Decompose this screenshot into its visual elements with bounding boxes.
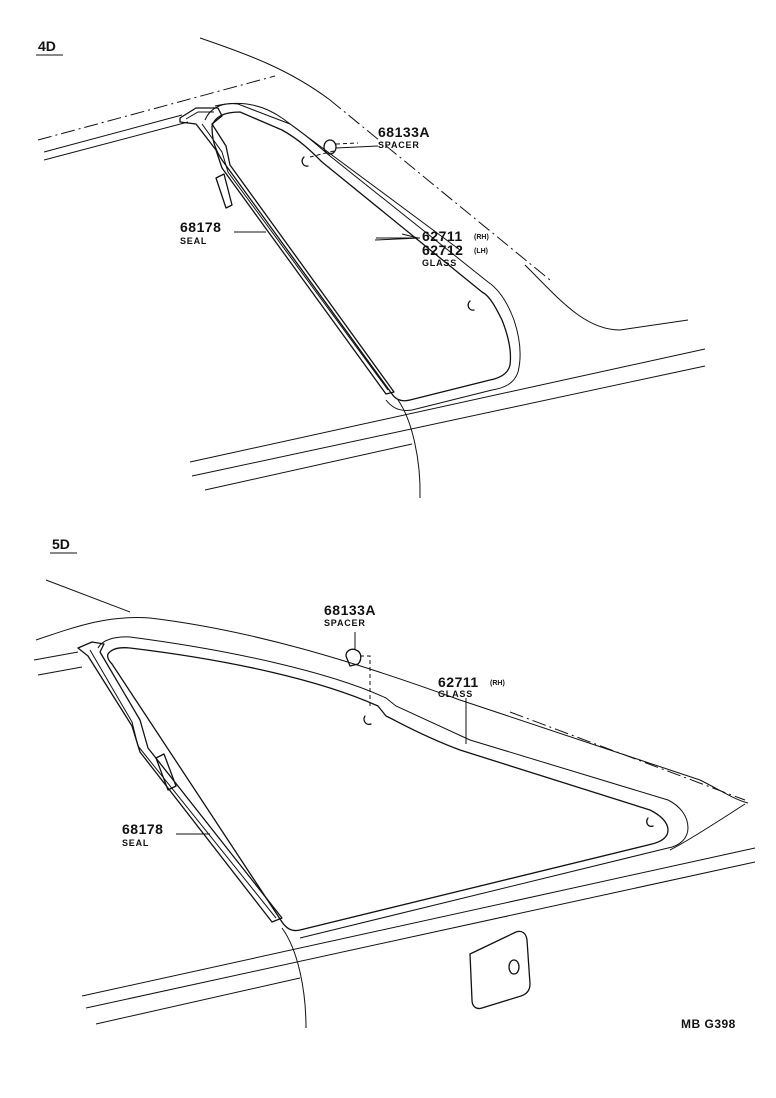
drawing-code: MB G398 (681, 1017, 736, 1031)
seal-4d-name: SEAL (180, 236, 207, 246)
body-outline-4d (37, 37, 706, 499)
quarter-glass-4d (204, 103, 521, 411)
section-5d: 5D (33, 536, 756, 1029)
seal-5d-part-number: 68178 (122, 821, 163, 837)
glass-5d-part-number-rh: 62711 (438, 674, 479, 690)
section-4d: 4D (36, 37, 706, 499)
glass-4d-rh-suffix: (RH) (474, 234, 489, 241)
glass-4d-part-number-rh: 62711 (422, 228, 463, 244)
spacer-5d-part-number: 68133A (324, 602, 376, 618)
glass-5d-rh-suffix: (RH) (490, 680, 505, 687)
callout-glass-4d: 62711 (RH) 62712 (LH) GLASS (422, 228, 489, 268)
spacer-5d-name: SPACER (324, 618, 366, 628)
seal-5d-name: SEAL (122, 838, 149, 848)
glass-4d-name: GLASS (422, 258, 457, 268)
seal-4d-part-number: 68178 (180, 219, 221, 235)
glass-4d-part-number-lh: 62712 (422, 242, 463, 258)
callout-seal-5d: 68178 SEAL (122, 821, 163, 848)
section-4d-label: 4D (38, 38, 56, 54)
seal-4d (179, 107, 395, 395)
spacer-4d-name: SPACER (378, 140, 420, 150)
callout-glass-5d: 62711 (RH) GLASS (438, 674, 505, 699)
spacer-5d (345, 648, 371, 706)
fuel-door-5d (469, 930, 531, 1010)
seal-5d (77, 641, 283, 923)
body-outline-5d (33, 579, 756, 1029)
glass-4d-lh-suffix: (LH) (474, 248, 488, 255)
section-5d-label: 5D (52, 536, 70, 552)
leader-spacer-4d (335, 145, 379, 149)
callout-spacer-4d: 68133A SPACER (378, 124, 430, 150)
callout-spacer-5d: 68133A SPACER (324, 602, 376, 628)
leader-glass-4d-ext (374, 237, 421, 241)
spacer-4d (309, 139, 359, 158)
callout-seal-4d: 68178 SEAL (180, 219, 221, 246)
quarter-glass-5d (97, 636, 689, 939)
glass-5d-name: GLASS (438, 689, 473, 699)
spacer-4d-part-number: 68133A (378, 124, 430, 140)
